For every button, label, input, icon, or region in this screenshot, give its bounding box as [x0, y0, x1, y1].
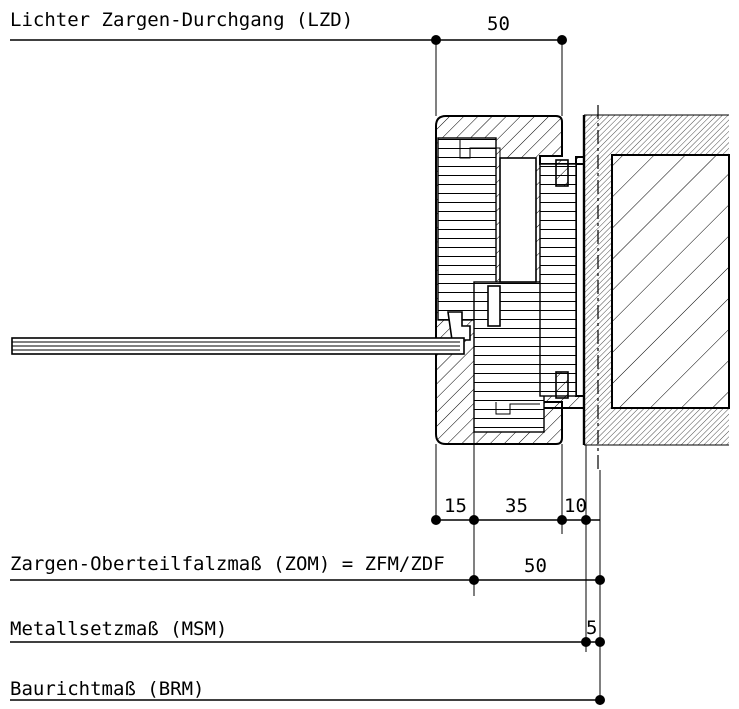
- label-msm: Metallsetzmaß (MSM): [10, 618, 227, 640]
- dim-dot: [557, 515, 567, 525]
- dim-dot: [595, 637, 605, 647]
- dim-dot: [431, 35, 441, 45]
- wall: [582, 114, 730, 446]
- dim-dot: [595, 575, 605, 585]
- dim-dot: [581, 637, 591, 647]
- label-zom: Zargen-Oberteilfalzmaß (ZOM) = ZFM/ZDF: [10, 553, 445, 575]
- frame-body: [435, 115, 585, 445]
- dim-dot: [469, 515, 479, 525]
- dim-dot: [431, 515, 441, 525]
- dim-5: 5: [586, 617, 597, 639]
- dim-dot: [469, 575, 479, 585]
- dim-35: 35: [505, 495, 528, 517]
- dim-dot: [557, 35, 567, 45]
- dim-top-50: 50: [487, 13, 510, 35]
- label-lzd: Lichter Zargen-Durchgang (LZD): [10, 9, 353, 31]
- door-leaf: [11, 337, 465, 355]
- dim-15: 15: [444, 495, 467, 517]
- dim-dot: [595, 695, 605, 705]
- label-brm: Baurichtmaß (BRM): [10, 678, 204, 700]
- dim-10: 10: [564, 495, 587, 517]
- dim-zom-50: 50: [524, 555, 547, 577]
- dim-dot: [581, 515, 591, 525]
